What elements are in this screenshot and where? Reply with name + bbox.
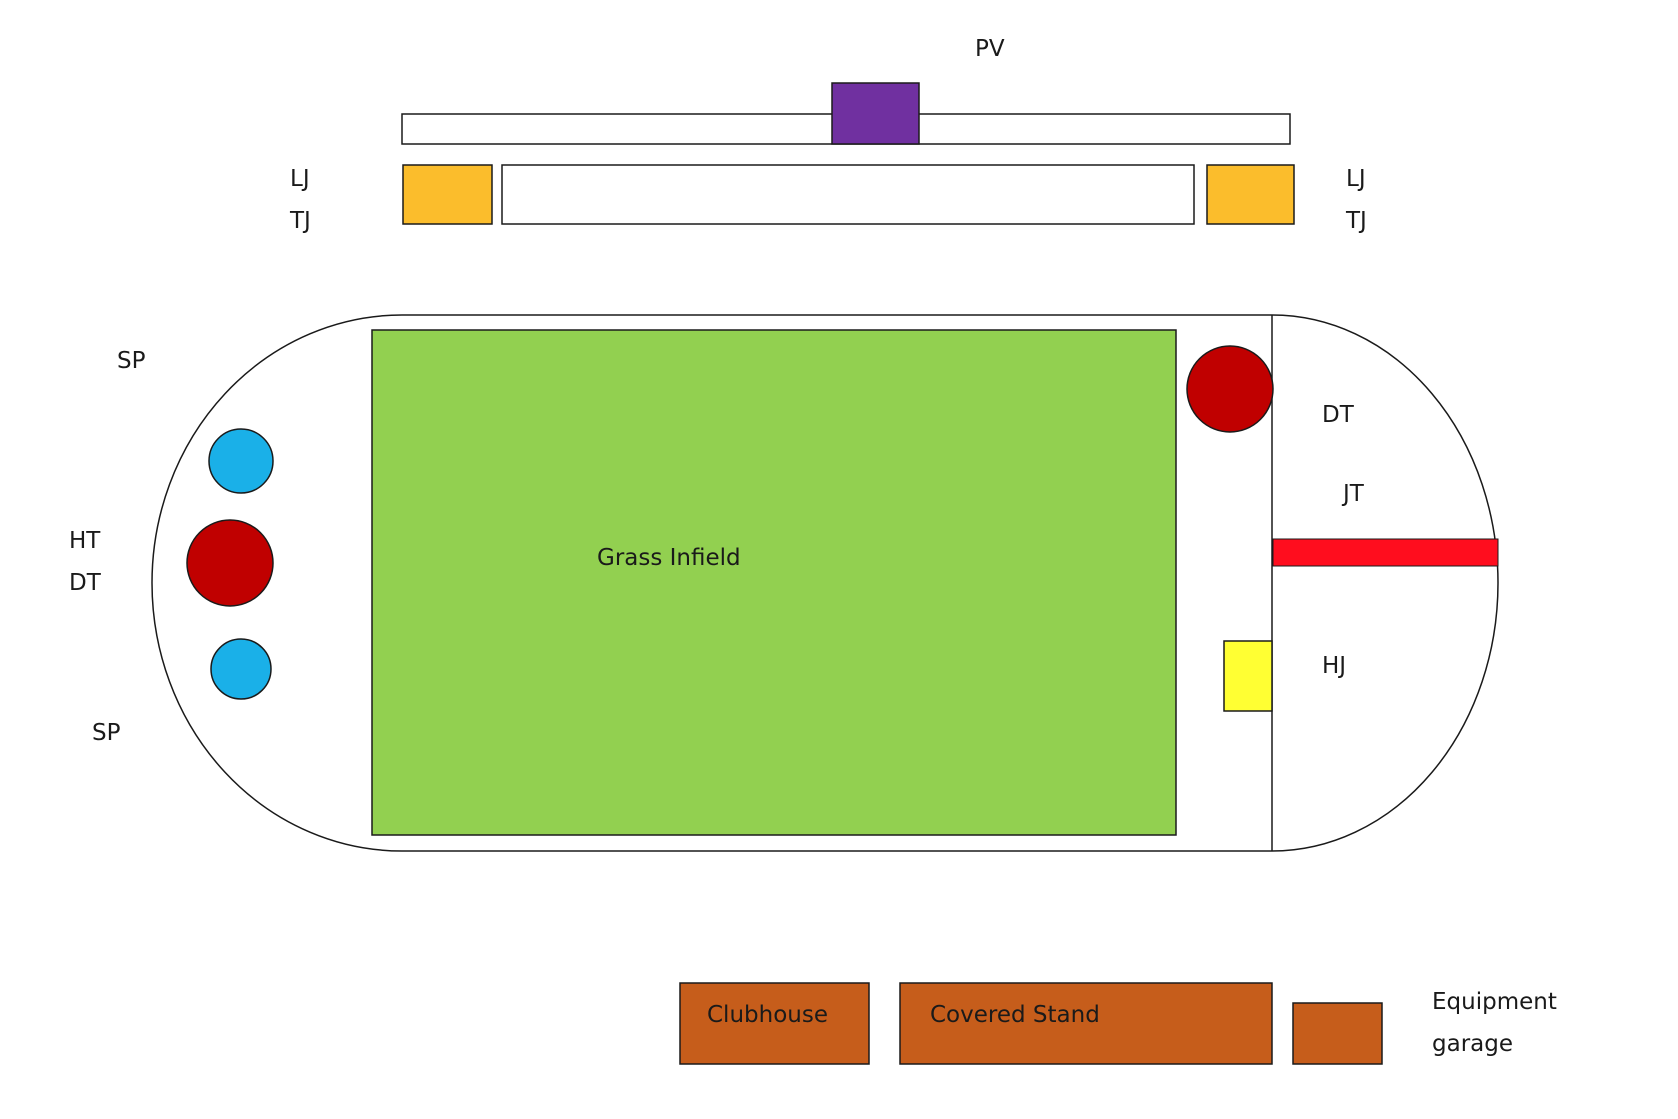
label-lj-left: LJ (290, 166, 310, 192)
javelin-runway (1272, 538, 1499, 567)
shot-put-circle-bottom (210, 638, 272, 700)
covered-stand-building (899, 982, 1273, 1065)
label-garage: garage (1432, 1031, 1513, 1057)
high-jump-area (1223, 640, 1273, 712)
label-sp-top: SP (117, 348, 146, 374)
label-ht: HT (69, 528, 101, 554)
label-tj-left: TJ (289, 208, 311, 234)
label-hj: HJ (1322, 653, 1346, 679)
label-lj-right: LJ (1346, 166, 1366, 192)
jump-runway (501, 164, 1195, 225)
label-tj-right: TJ (1345, 208, 1367, 234)
label-equipment: Equipment (1432, 989, 1557, 1015)
shot-put-circle-top (208, 428, 274, 494)
clubhouse-building (679, 982, 870, 1065)
pole-vault-box (831, 82, 920, 145)
jump-pit-right (1206, 164, 1295, 225)
label-sp-bottom: SP (92, 720, 121, 746)
discus-circle-right (1186, 345, 1274, 433)
label-grass-infield: Grass Infield (597, 545, 741, 571)
grass-infield (371, 329, 1177, 836)
label-pv: PV (975, 36, 1005, 62)
equipment-garage-building (1292, 1002, 1383, 1065)
label-dt-right: DT (1322, 402, 1355, 428)
label-clubhouse: Clubhouse (707, 1002, 828, 1028)
label-dt-left: DT (69, 570, 102, 596)
hammer-discus-circle-left (186, 519, 274, 607)
label-covered-stand: Covered Stand (930, 1002, 1100, 1028)
jump-pit-left (402, 164, 493, 225)
label-jt: JT (1341, 481, 1365, 507)
